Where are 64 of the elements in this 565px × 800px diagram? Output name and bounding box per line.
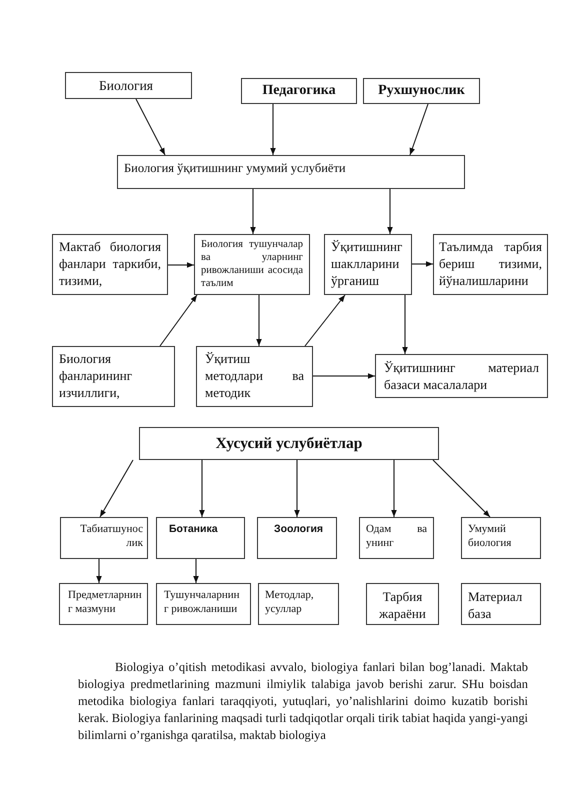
topic-label: Хусусий услубиётлар: [216, 434, 362, 452]
topic-label: Мактаб биология фанлари таркиби, тизими,: [59, 238, 161, 289]
arrow: [387, 188, 393, 234]
arrow: [294, 460, 300, 518]
arrow: [270, 104, 276, 156]
concept-box: [375, 354, 548, 398]
topic-label: Ўқитиш методлари ва методик: [205, 350, 304, 401]
arrow: [312, 373, 376, 379]
arrow: [410, 104, 428, 156]
concept-box: [52, 234, 168, 295]
topic-label: Рухшунослик: [378, 83, 465, 99]
topic-label: Тарбия жараёни: [378, 588, 427, 622]
topic-label: Тушунчаларнинг ривожланиши: [164, 588, 240, 616]
concept-box: [241, 78, 357, 104]
topic-label: Одам ва унинг: [366, 522, 427, 550]
arrow: [100, 460, 134, 518]
concept-box: [59, 583, 148, 625]
topic-label: Таълимда тарбия бериш тизими, йўналишларини: [439, 238, 542, 289]
concept-box: [324, 234, 412, 295]
concept-box: [117, 155, 465, 189]
concept-box: [461, 583, 541, 625]
arrow: [199, 460, 205, 518]
arrow: [304, 294, 346, 346]
concept-box: [139, 427, 439, 460]
topic-label: Биология ўқитишнинг умумий услубиёти: [124, 160, 347, 177]
concept-box: [257, 517, 337, 559]
concept-box: [156, 517, 245, 559]
topic-label: Зоология: [274, 523, 324, 536]
topic-label: Табиатшунослик: [79, 522, 143, 550]
concept-box: [461, 517, 541, 559]
concept-box: [65, 72, 192, 99]
arrow: [412, 261, 434, 267]
concept-box: [196, 346, 313, 407]
topic-label: Биология тушунчалар ва уларнинг ривожланиши асосида таълим: [201, 238, 303, 290]
concept-box: [363, 78, 480, 104]
topic-label: Ўқитишнинг материал базаси масалалари: [384, 359, 539, 393]
arrow: [136, 98, 166, 156]
topic-label: Материал база: [468, 588, 524, 622]
arrow: [250, 188, 256, 234]
arrow: [193, 558, 199, 584]
topic-label: Предметларнинг мазмуни: [68, 588, 143, 616]
topic-label: Биология: [99, 77, 154, 94]
concept-box: [194, 234, 310, 295]
topic-label: Методлар, усуллар: [265, 588, 315, 616]
concept-box: [258, 583, 339, 625]
body-paragraph: Biologiya o’qitish metodikasi avvalo, biologiya fanlari bilan bog’lanadi. Maktab biologiya predmetlarining mazmuni ilmiylik talabiga javob berishi zarur. SHu boisdan metodika biologiya fanlari taraqqiyoti, yutuqlari, yo’nalishlarini doimo kuzatib borishi kerak. Biologiya fanlarining maqsadi turli tadqiqotlar orqali tirik tabiat haqida yangi-yangi bilimlarni o’rganishga qaratilsa, maktab biologiya: [78, 659, 528, 744]
topic-label: Умумий биология: [468, 522, 512, 550]
arrow: [402, 294, 408, 354]
topic-label: Педагогика: [262, 83, 336, 99]
arrow: [160, 294, 198, 346]
topic-label: Ўқитишнинг шаклларини ўрганиш: [331, 238, 404, 289]
topic-label: Биология фанларининг изчиллиги,: [59, 350, 134, 401]
concept-box: [359, 517, 434, 559]
topic-label: Ботаника: [169, 523, 219, 536]
concept-box: [366, 583, 439, 625]
arrow: [168, 262, 194, 268]
arrow: [96, 558, 102, 584]
arrow: [432, 460, 490, 518]
arrow: [256, 294, 262, 346]
concept-box: [433, 234, 548, 295]
concept-box: [60, 517, 148, 559]
concept-box: [52, 346, 175, 407]
arrow: [391, 460, 397, 518]
concept-box: [156, 583, 251, 625]
